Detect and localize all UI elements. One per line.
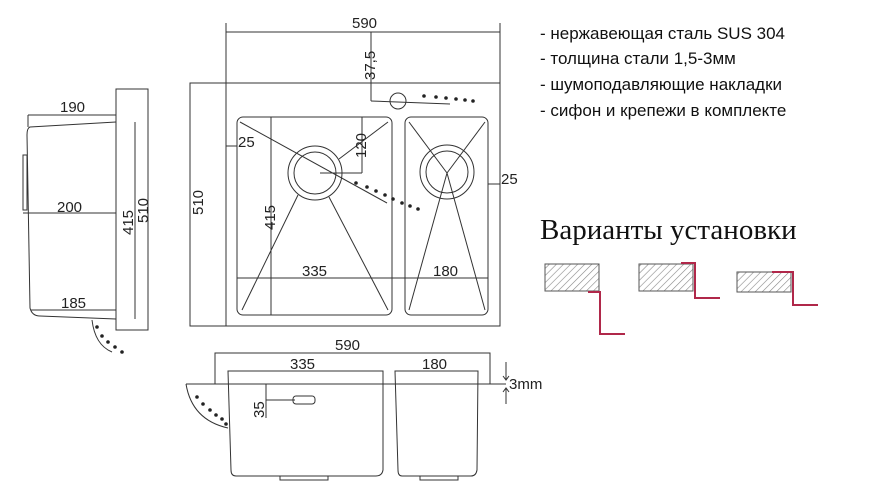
feature-kit: - сифон и крепежи в комплекте xyxy=(540,101,787,120)
side-outer-label: 510 xyxy=(135,198,152,223)
front-width-label: 590 xyxy=(335,337,360,354)
install-variant-overmount xyxy=(736,271,818,306)
right-bowl xyxy=(404,116,489,316)
overflow-label: 35 xyxy=(251,401,268,418)
front-left-width-label: 335 xyxy=(290,356,315,373)
side-top-label: 190 xyxy=(60,99,85,116)
front-left-bowl xyxy=(227,370,384,477)
bowl-depth-label: 415 xyxy=(262,205,279,230)
right-bowl-width-label: 180 xyxy=(433,263,458,280)
faucet-hole xyxy=(389,92,407,110)
right-drain xyxy=(419,144,475,200)
install-variant-flush xyxy=(638,262,720,299)
front-view: 590 335 180 35 3mm xyxy=(185,337,542,481)
side-bracket xyxy=(115,88,149,331)
side-bottom-label: 185 xyxy=(61,295,86,312)
edge-right-label: 25 xyxy=(501,171,518,188)
top-view: 590 510 37,5 25 25 120 415 335 180 xyxy=(189,15,518,327)
feature-noise-pads: - шумоподавляющие накладки xyxy=(540,75,783,94)
front-right-bowl xyxy=(394,370,479,477)
front-rim xyxy=(214,352,491,385)
feature-material: - нержавеющая сталь SUS 304 xyxy=(540,24,786,43)
side-view: 190 200 185 415 510 xyxy=(22,88,152,354)
install-variant-undermount xyxy=(544,263,625,335)
thickness-label: 3mm xyxy=(509,376,542,393)
faucet-offset-label: 37,5 xyxy=(362,51,379,80)
edge-left-label: 25 xyxy=(238,134,255,151)
feature-thickness: - толщина стали 1,5-3мм xyxy=(540,49,736,68)
countertop-outline xyxy=(189,82,501,327)
side-middle-label: 200 xyxy=(57,199,82,216)
install-variants-heading: Варианты установки xyxy=(540,214,797,246)
overflow-icon xyxy=(292,395,316,405)
front-right-width-label: 180 xyxy=(422,356,447,373)
drain-offset-label: 120 xyxy=(353,133,370,158)
side-bowl-profile xyxy=(26,121,117,320)
side-inner-label: 415 xyxy=(120,210,137,235)
width-label: 590 xyxy=(352,15,377,32)
left-bowl xyxy=(236,116,393,316)
depth-label: 510 xyxy=(190,190,207,215)
left-bowl-width-label: 335 xyxy=(302,263,327,280)
